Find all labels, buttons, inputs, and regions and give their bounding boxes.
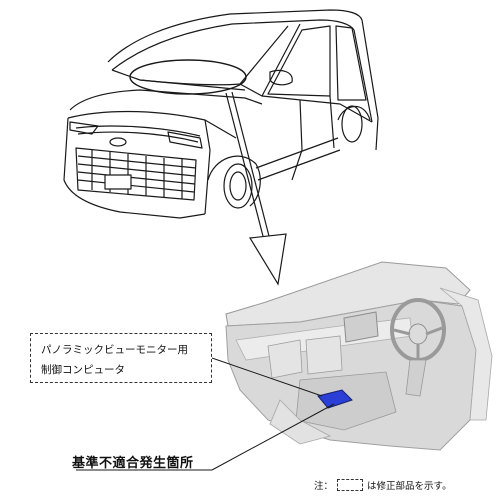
defect-location-label: 基準不適合発生箇所 — [72, 456, 194, 471]
leader-lines — [76, 357, 335, 471]
legend-note: 注： は修正部品を示す。 — [314, 478, 452, 492]
callout-line-2: 制御コンピュータ — [41, 364, 125, 376]
highlight-ellipse — [129, 59, 247, 95]
callout-box: パノラミックビューモニター用 制御コンピュータ — [30, 333, 212, 383]
note-suffix: は修正部品を示す。 — [367, 481, 452, 492]
note-prefix: 注： — [314, 481, 334, 492]
control-computer-part — [317, 389, 353, 409]
dashed-box-symbol — [337, 479, 364, 491]
pointer-arrow — [225, 91, 287, 286]
callout-line-1: パノラミックビューモニター用 — [41, 344, 188, 356]
vehicle-illustration — [63, 9, 379, 219]
interior-illustration — [225, 261, 493, 451]
